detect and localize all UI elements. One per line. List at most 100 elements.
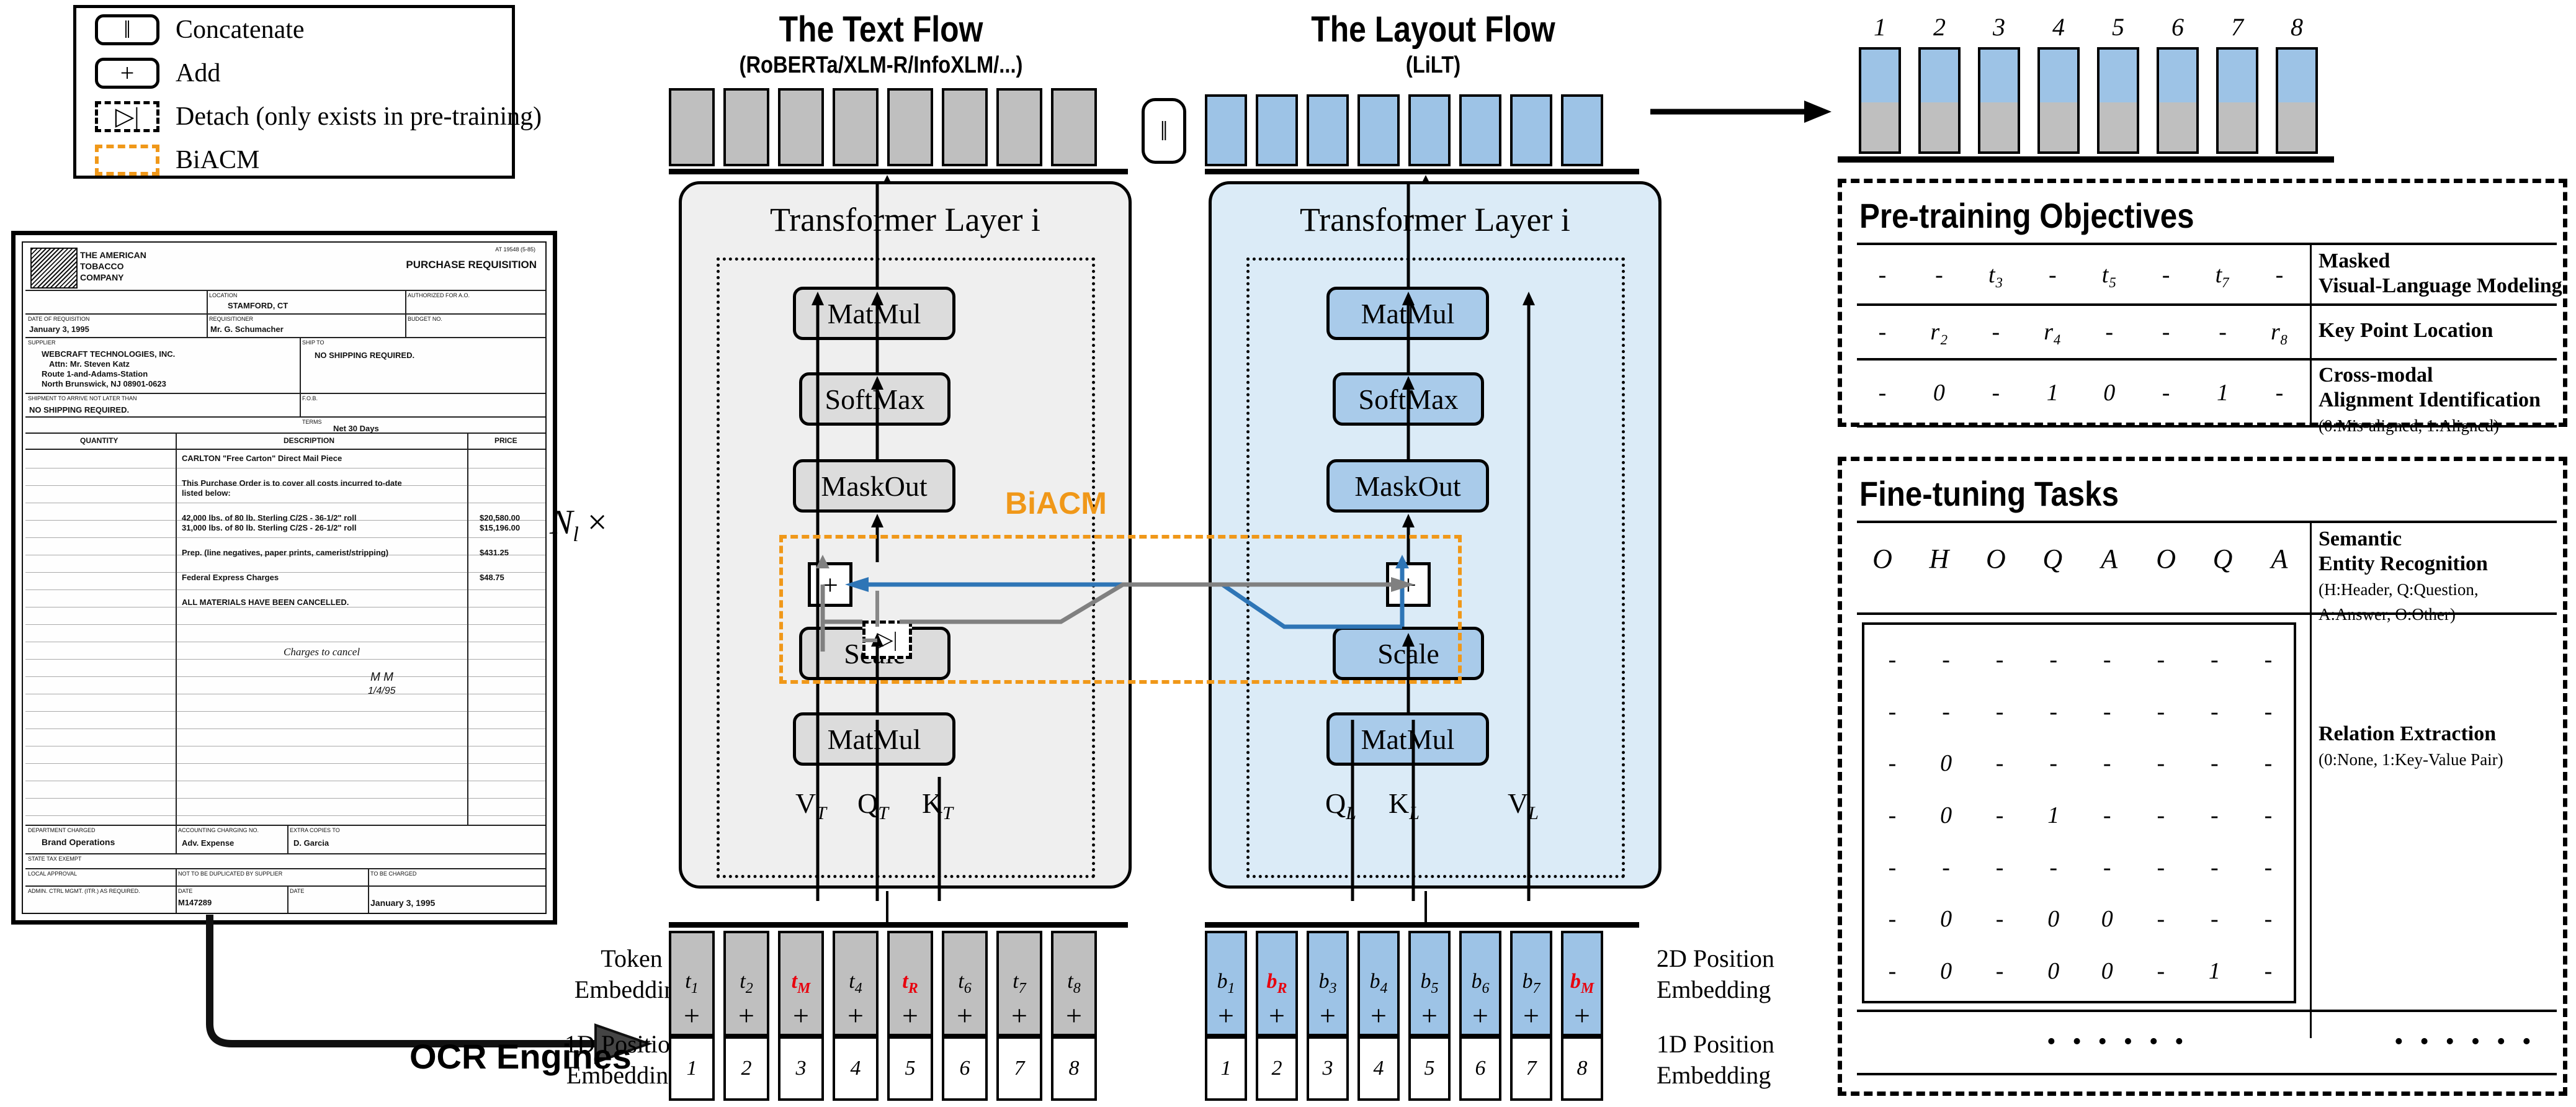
- ocr-engines-label: OCR Engines: [409, 1037, 632, 1076]
- relation-matrix-box: -----------------0-------0-1------------…: [1862, 622, 2296, 1003]
- layout-token-cell-3: b3: [1307, 931, 1349, 1036]
- pretraining-r2-c1: 0: [1933, 380, 1945, 406]
- text-attention-dotted-box: [717, 258, 1095, 878]
- text-position-cell-1: 1: [669, 1036, 715, 1101]
- output-bar-text-part: [2219, 102, 2256, 151]
- relation-cell-4-6: -: [2211, 854, 2219, 881]
- pretraining-row-2-note: (0:Mis-aligned, 1:Aligned): [2319, 416, 2499, 436]
- legend-label-biacm: BiACM: [176, 146, 260, 174]
- biacm-label: BiACM: [1005, 486, 1107, 521]
- layout-input-k: KL: [1389, 787, 1420, 824]
- relation-cell-5-4: 0: [2101, 906, 2113, 933]
- text-add-symbol-5: +: [902, 999, 918, 1031]
- layout-token-cell-5: b5: [1408, 931, 1451, 1036]
- document-company-line1: THE AMERICAN: [80, 250, 146, 260]
- layout-embed-up-arrow: [1424, 891, 1427, 927]
- pretraining-r0-c6: t₇: [2215, 262, 2230, 288]
- text-output-cell-8: [1051, 88, 1097, 166]
- relation-cell-5-2: -: [1995, 906, 2004, 933]
- pretraining-r2-c6: 1: [2217, 380, 2229, 406]
- layout-token-cell-8: bM: [1561, 931, 1603, 1036]
- text-matmul-top: MatMul: [793, 287, 955, 340]
- layout-layer-label: Transformer Layer i: [1300, 201, 1570, 238]
- output-bar-layout-part: [2278, 50, 2315, 103]
- output-bar-1: [1859, 47, 1901, 154]
- biacm-box: [779, 535, 1462, 684]
- layout-output-cell-2: [1256, 94, 1298, 166]
- relation-cell-3-4: -: [2103, 802, 2111, 828]
- output-bar-text-part: [2159, 102, 2196, 151]
- text-input-k: KT: [922, 787, 953, 824]
- legend-label-detach: Detach (only exists in pre-training): [176, 102, 542, 131]
- text-flow-subtitle: (RoBERTa/XLM-R/InfoXLM/...): [739, 52, 1023, 78]
- finetuning-title: Fine-tuning Tasks: [1859, 474, 2119, 513]
- relation-matrix: -----------------0-------0-1------------…: [1871, 634, 2290, 997]
- text-add-symbol-6: +: [957, 999, 973, 1031]
- output-index-1: 1: [1874, 13, 1886, 41]
- text-output-cell-6: [942, 88, 988, 166]
- layout-token-cell-2: bR: [1256, 931, 1298, 1036]
- output-index-8: 8: [2291, 13, 2303, 41]
- document-th-quantity: QUANTITY: [80, 436, 119, 445]
- text-add-symbol-2: +: [738, 999, 754, 1031]
- relation-cell-6-6: 1: [2208, 958, 2220, 985]
- output-bar-layout-part: [2100, 50, 2137, 103]
- legend-label-concatenate: Concatenate: [176, 16, 305, 44]
- text-output-cell-1: [669, 88, 715, 166]
- relation-cell-6-0: -: [1888, 958, 1897, 985]
- layout-token-bar: [1205, 922, 1639, 928]
- layout-output-bar: [1205, 169, 1639, 174]
- ser-cell-1: H: [1929, 544, 1949, 574]
- ser-note: (H:Header, Q:Question, A:Answer, O:Other…: [2319, 580, 2479, 624]
- layout-output-cell-8: [1561, 94, 1603, 166]
- layout-add-symbol-2: +: [1269, 999, 1285, 1031]
- relation-cell-0-5: -: [2157, 646, 2165, 673]
- text-output-cell-3: [778, 88, 824, 166]
- pretraining-r1-c0: -: [1878, 319, 1887, 345]
- concatenate-icon: ‖: [95, 14, 159, 45]
- layout-maskout: MaskOut: [1326, 459, 1489, 513]
- document-docno: AT 19548 (5-85): [495, 246, 535, 253]
- relation-cell-6-3: 0: [2047, 958, 2060, 985]
- text-position-cell-6: 6: [942, 1036, 988, 1101]
- pretraining-r1-c4: -: [2105, 319, 2114, 345]
- ser-cell-0: O: [1872, 544, 1892, 574]
- relation-cell-1-3: -: [2049, 698, 2058, 725]
- output-index-6: 6: [2171, 13, 2184, 41]
- output-bar-layout-part: [1921, 50, 1958, 103]
- relation-cell-3-3: 1: [2047, 802, 2060, 828]
- text-token-bar: [669, 922, 1128, 928]
- output-bar-text-part: [2278, 102, 2315, 151]
- text-output-cell-4: [833, 88, 879, 166]
- layout-output-cell-3: [1307, 94, 1349, 166]
- relation-cell-6-5: -: [2157, 958, 2165, 985]
- output-bar-8: [2276, 47, 2318, 154]
- layout-input-v: VL: [1508, 787, 1539, 824]
- relation-cell-0-0: -: [1888, 646, 1897, 673]
- layout-position-cell-8: 8: [1561, 1036, 1603, 1101]
- relation-cell-2-2: -: [1995, 750, 2004, 777]
- legend-panel: ‖ Concatenate + Add ▷| Detach (only exis…: [73, 5, 542, 179]
- text-position-cell-4: 4: [833, 1036, 879, 1101]
- output-bar-text-part: [2040, 102, 2077, 151]
- relation-cell-6-2: -: [1995, 958, 2004, 985]
- relation-cell-3-1: 0: [1940, 802, 1952, 828]
- text-add-symbol-3: +: [793, 999, 809, 1031]
- text-position-cell-8: 8: [1051, 1036, 1097, 1101]
- layout-add-symbol-8: +: [1574, 999, 1590, 1031]
- detach-icon: ▷|: [95, 101, 159, 132]
- layout-position-cell-6: 6: [1459, 1036, 1501, 1101]
- add-icon: +: [95, 58, 159, 89]
- relation-cell-2-3: -: [2049, 750, 2058, 777]
- text-output-cell-5: [887, 88, 933, 166]
- pretraining-r1-c3: r₄: [2044, 319, 2062, 345]
- pretraining-panel: Pre-training Objectives --t₃-t₅-t₇- Mask…: [1838, 179, 2567, 435]
- layout-output-cell-5: [1408, 94, 1451, 166]
- document-handwriting: Charges to cancel: [284, 646, 360, 658]
- layout-add-symbol-4: +: [1371, 999, 1387, 1031]
- relation-cell-4-7: -: [2264, 854, 2273, 881]
